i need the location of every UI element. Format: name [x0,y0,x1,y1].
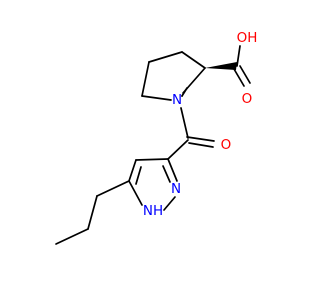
bond-cooh-double-b [239,65,251,84]
atom-label-pyrazole-nh: NH [143,203,163,219]
bond-c5-c4-inner [135,166,142,185]
bond-cooh-oh [236,45,241,67]
bond-c2-c3 [181,51,206,69]
atom-label-oh: OH [237,30,258,46]
atom-label-pyrrolidine-nitrogen: N [172,92,182,108]
bond-c3-c4 [148,51,183,63]
bond-n1-c5 [128,180,143,206]
bond-propyl-3 [55,228,89,245]
bond-propyl-1 [96,180,130,197]
pyrrolidine-ring [141,51,206,101]
bond-propyl-2 [87,195,98,230]
bond-n-c2 [182,67,206,94]
bond-co-double-a [186,136,215,142]
bond-cooh-double-a [233,68,245,87]
atom-label-acid-oxygen: O [242,91,253,107]
pyrazole-ring [128,158,178,211]
bond-c4-c5 [141,61,150,97]
bond-n-carbonyl [180,107,189,139]
stereo-wedge-bond [205,62,237,70]
atom-label-carbonyl-oxygen: O [221,137,232,153]
bond-c5-c4 [128,159,137,182]
bond-n2-n1 [163,196,176,211]
bond-co-double-b [188,142,214,148]
bond-c4-c3 [135,158,169,161]
bond-c3-n2-inner [162,165,171,183]
bond-carbonyl-pyrazole [167,139,189,160]
bond-c3-n2 [167,158,178,182]
atom-label-pyrazole-nitrogen: N [171,181,181,197]
background [0,0,300,300]
chemical-structure: OH O N O N NH [0,0,300,300]
bond-c5-n [141,95,172,101]
